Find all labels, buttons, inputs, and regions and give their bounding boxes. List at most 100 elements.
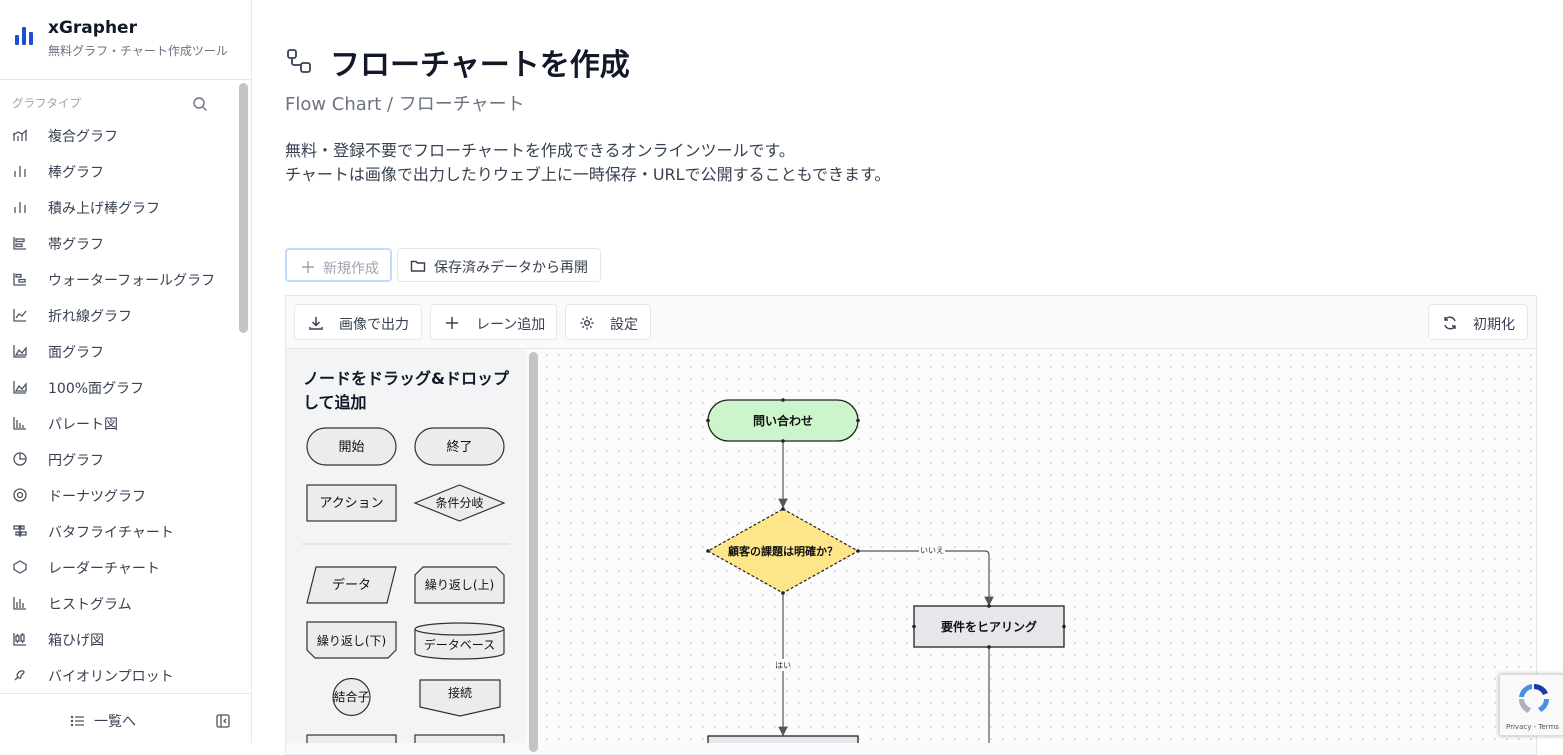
node-connector[interactable]: 結合子 (332, 677, 371, 717)
gear-icon (580, 316, 594, 330)
sidebar-item-pareto[interactable]: パレート図 (0, 405, 237, 441)
sidebar-collapse-icon[interactable] (215, 713, 231, 729)
sidebar-item-boxplot[interactable]: 箱ひげ図 (0, 621, 237, 657)
reset-label: 初期化 (1473, 317, 1515, 333)
flow-node-next[interactable] (707, 735, 859, 743)
edge-label-no: いいえ (920, 546, 944, 555)
sidebar-item-label: 折れ線グラフ (48, 309, 132, 325)
node-loop-bottom[interactable]: 繰り返し(下) (306, 621, 397, 659)
violin-icon (14, 670, 25, 681)
sidebar-item-waterfall[interactable]: ウォーターフォールグラフ (0, 261, 237, 297)
sidebar-item-label: 円グラフ (48, 453, 104, 469)
export-image-button[interactable]: 画像で出力 (294, 304, 422, 340)
resume-button-label: 保存済みデータから再開 (434, 260, 588, 276)
histogram-icon (13, 597, 26, 610)
palette-scrollbar[interactable] (529, 352, 538, 752)
edge-label-bg (919, 545, 945, 555)
brand-subtitle: 無料グラフ・チャート作成ツール (48, 44, 228, 58)
reset-button[interactable]: 初期化 (1428, 304, 1528, 340)
page-description: 無料・登録不要でフローチャートを作成できるオンラインツールです。 チャートは画像… (285, 139, 890, 187)
node-action[interactable]: アクション (306, 484, 397, 522)
line-chart-icon (13, 309, 27, 322)
flow-node-process[interactable]: 要件をヒアリング (912, 604, 1066, 649)
node-database[interactable]: データベース (414, 622, 505, 660)
waterfall-icon (13, 273, 26, 286)
sidebar-item-band[interactable]: 帯グラフ (0, 225, 237, 261)
sidebar-item-bar[interactable]: 棒グラフ (0, 153, 237, 189)
palette-title: ノードをドラッグ&ドロップして追加 (303, 369, 509, 412)
search-icon[interactable] (192, 96, 208, 112)
export-image-label: 画像で出力 (339, 317, 409, 333)
sidebar-item-stacked-bar[interactable]: 積み上げ棒グラフ (0, 189, 237, 225)
palette-shapes: 開始 終了 アクション 条件分岐 データ 繰り返し(上) 繰り返し(下) (302, 427, 510, 743)
boxplot-icon (13, 633, 26, 646)
sidebar-item-label: 箱ひげ図 (48, 633, 104, 649)
sidebar-item-area[interactable]: 面グラフ (0, 333, 237, 369)
flowchart-canvas[interactable]: いいえ はい 問い合わせ 顧客の課題は明確か？ 要件をヒアリング (541, 349, 1536, 743)
add-lane-button[interactable]: レーン追加 (430, 304, 557, 340)
node-condition-label: 条件分岐 (435, 496, 483, 510)
donut-chart-icon (13, 488, 27, 502)
flow-node-process-label: 要件をヒアリング (941, 619, 1037, 634)
node-start[interactable]: 開始 (306, 427, 397, 466)
sidebar-item-combo[interactable]: 複合グラフ (0, 117, 237, 153)
node-condition[interactable]: 条件分岐 (413, 484, 506, 522)
sidebar-item-butterfly[interactable]: バタフライチャート (0, 513, 237, 549)
sidebar-item-line[interactable]: 折れ線グラフ (0, 297, 237, 333)
new-button[interactable]: 新規作成 (285, 248, 392, 282)
sidebar-item-label: レーダーチャート (48, 561, 160, 577)
node-offpage[interactable]: 接続 (419, 679, 501, 717)
sidebar-item-label: 棒グラフ (48, 165, 104, 181)
node-connector-label: 結合子 (333, 689, 369, 704)
flow-node-decision[interactable]: 顧客の課題は明確か？ (706, 507, 860, 595)
sidebar-item-radar[interactable]: レーダーチャート (0, 549, 237, 585)
nav-section-header: グラフタイプ (0, 81, 237, 123)
page-title: フローチャートを作成 (330, 48, 630, 83)
sidebar-scrollbar[interactable] (239, 83, 248, 333)
description-line: 無料・登録不要でフローチャートを作成できるオンラインツールです。 (285, 141, 795, 160)
sidebar-item-label: パレート図 (48, 417, 118, 433)
resume-button[interactable]: 保存済みデータから再開 (397, 248, 601, 282)
page-subtitle: Flow Chart / フローチャート (285, 94, 525, 115)
sidebar-item-label: 積み上げ棒グラフ (48, 201, 160, 217)
sidebar-item-donut[interactable]: ドーナツグラフ (0, 477, 237, 513)
node-loop-bottom-label: 繰り返し(下) (317, 634, 386, 648)
sidebar-item-label: バタフライチャート (48, 525, 174, 541)
node-end[interactable]: 終了 (414, 427, 505, 466)
sidebar-item-area-100[interactable]: 100%面グラフ (0, 369, 237, 405)
combo-chart-icon (12, 129, 28, 141)
sidebar-item-label: 帯グラフ (48, 237, 104, 253)
new-button-label: 新規作成 (323, 261, 379, 277)
sidebar-item-histogram[interactable]: ヒストグラム (0, 585, 237, 621)
flow-edge-no[interactable] (859, 550, 994, 607)
pie-chart-icon (13, 452, 27, 466)
butterfly-icon (13, 525, 27, 537)
sidebar-item-violin[interactable]: バイオリンプロット (0, 657, 237, 693)
node-loop-top[interactable]: 繰り返し(上) (414, 566, 505, 604)
area-100-icon (13, 381, 27, 394)
logo-icon (15, 27, 33, 45)
node-data[interactable]: データ (306, 566, 397, 604)
sidebar-footer: 一覧へ (0, 693, 252, 743)
flow-node-start-label: 問い合わせ (753, 413, 813, 428)
refresh-icon (1444, 316, 1456, 330)
flow-node-start[interactable]: 問い合わせ (706, 398, 860, 443)
nav-list: グラフタイプ 複合グラフ 棒グラフ 積み上げ棒グラフ 帯グラフ ウォーターフォー… (0, 81, 237, 693)
sidebar-item-label: ウォーターフォールグラフ (48, 273, 216, 289)
node-more[interactable] (306, 734, 397, 743)
sidebar-item-label: 100%面グラフ (48, 381, 145, 397)
description-line: チャートは画像で出力したりウェブ上に一時保存・URLで公開することもできます。 (285, 165, 891, 184)
settings-button[interactable]: 設定 (565, 304, 651, 340)
node-more[interactable] (414, 734, 505, 743)
brand[interactable]: xGrapher 無料グラフ・チャート作成ツール (0, 0, 251, 80)
band-chart-icon (13, 237, 26, 250)
node-offpage-label: 接続 (448, 685, 472, 700)
recaptcha-badge[interactable]: Privacy - Terms (1499, 674, 1563, 736)
sidebar-item-pie[interactable]: 円グラフ (0, 441, 237, 477)
flowchart-icon (287, 49, 311, 73)
sidebar-item-label: 複合グラフ (48, 129, 118, 145)
node-data-label: データ (332, 577, 371, 593)
bar-chart-icon (14, 166, 26, 177)
node-end-label: 終了 (446, 439, 472, 455)
flowchart-diagram: いいえ はい 問い合わせ 顧客の課題は明確か？ 要件をヒアリング (706, 398, 1066, 743)
